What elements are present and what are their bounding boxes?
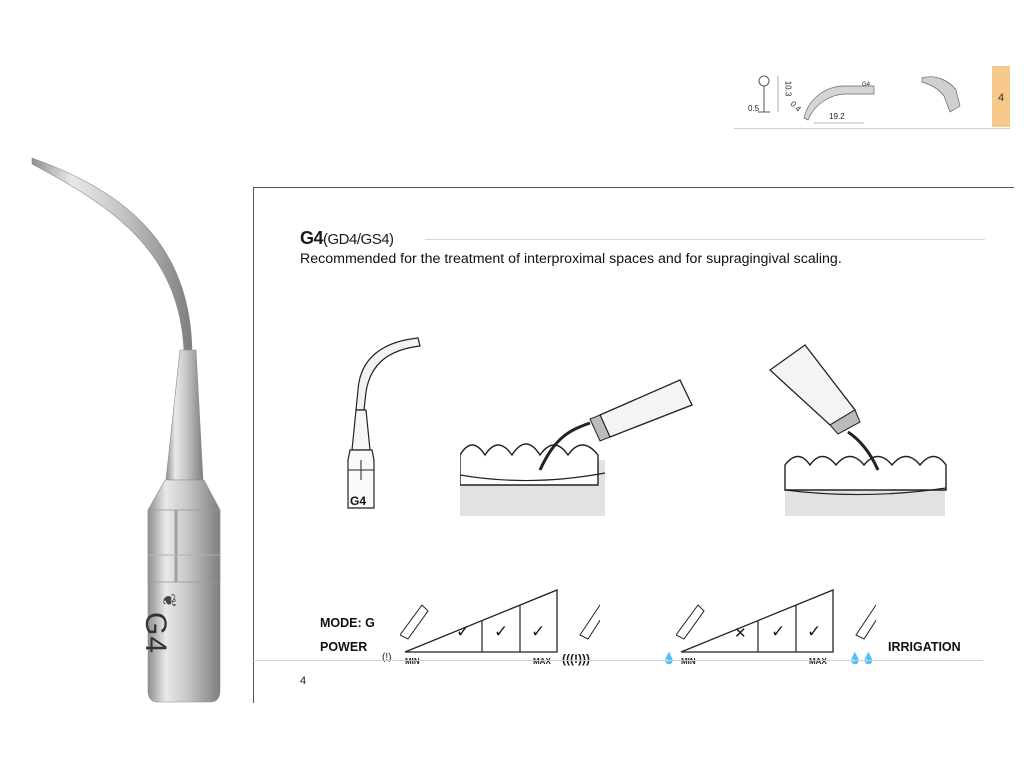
power-label: POWER <box>320 640 368 654</box>
irrigation-level-2: ✓ <box>771 622 786 641</box>
tip-logo-icon: ❦ <box>159 593 179 609</box>
irrigation-level-3: ✓ <box>807 622 822 641</box>
tip-engraving: G4 <box>139 612 172 655</box>
illustration-interproximal <box>460 379 693 516</box>
power-level-2: ✓ <box>494 622 509 641</box>
product-description: Recommended for the treatment of interpr… <box>300 251 842 267</box>
irrigation-label: IRRIGATION <box>888 640 961 654</box>
product-variants: (GD4/GS4) <box>323 231 394 248</box>
dim-height: 10.3 <box>783 80 793 97</box>
product-code: G4 <box>300 228 324 248</box>
tip-photo <box>31 157 221 703</box>
illustration-supragingival <box>768 344 947 516</box>
irrigation-level-1: ✕ <box>734 625 747 642</box>
tip-drawing-label: G4 <box>350 494 367 508</box>
mode-label: MODE: G <box>320 616 375 630</box>
title-rule <box>425 239 985 240</box>
dim-width: 0.5 <box>748 104 760 113</box>
bottom-rule <box>253 660 983 661</box>
drop-low-icon: 💧 <box>662 653 676 665</box>
product-title: G4(GD4/GS4) <box>300 228 394 249</box>
dim-length: 19.2 <box>829 112 845 121</box>
tip-drawing <box>347 337 421 509</box>
page-number: 4 <box>300 675 307 687</box>
power-min-label: MIN <box>405 657 420 666</box>
power-scale <box>400 589 600 653</box>
power-level-1: ✓ <box>456 622 471 641</box>
vibration-high-icon: (((!))) <box>562 652 590 666</box>
irrigation-min-label: MIN <box>681 657 696 666</box>
power-level-3: ✓ <box>531 622 546 641</box>
irrigation-max-label: MAX <box>809 657 827 666</box>
card-frame <box>253 187 1014 703</box>
vibration-low-icon: (!) <box>382 652 392 663</box>
irrigation-scale <box>676 589 876 653</box>
drop-high-icon: 💧💧 <box>848 653 876 665</box>
power-max-label: MAX <box>533 657 551 666</box>
thumb-tip-label: G4 <box>862 82 871 88</box>
thumbnail-strip: 10.3 0.5 0.4 19.2 G4 <box>734 66 1010 129</box>
page-tab: 4 <box>992 66 1010 127</box>
